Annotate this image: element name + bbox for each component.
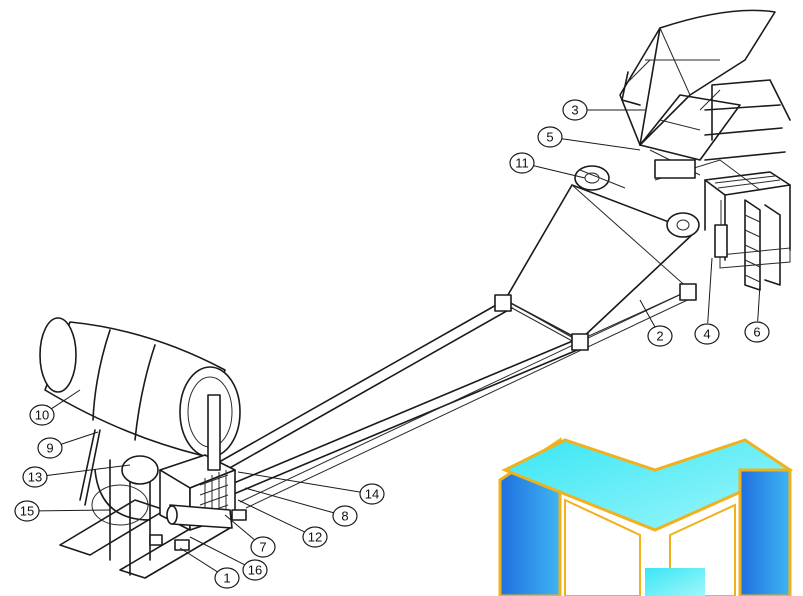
belt-pulley-lower — [666, 212, 700, 238]
callout-6: 6 — [744, 284, 770, 343]
callout-circle — [37, 437, 63, 459]
callout-number: 11 — [515, 156, 529, 171]
motor-cylinder — [166, 504, 233, 529]
callout-13: 13 — [22, 464, 131, 488]
callout-leader-line — [244, 487, 335, 514]
callout-leader-line — [189, 536, 246, 566]
callout-circle — [214, 567, 240, 589]
base-rails — [204, 289, 697, 509]
callout-leader-line — [37, 509, 111, 512]
callout-number: 6 — [753, 325, 760, 340]
callout-circle — [302, 526, 328, 548]
callout-2: 2 — [639, 299, 673, 347]
callout-number: 13 — [28, 470, 42, 485]
callout-1: 1 — [179, 547, 240, 589]
callout-12: 12 — [237, 499, 328, 548]
drive-frame — [639, 89, 761, 191]
callout-circle — [647, 325, 673, 347]
callout-circle — [22, 466, 48, 488]
callout-5: 5 — [537, 126, 641, 151]
belt-pulley-upper — [574, 165, 626, 191]
callout-circle — [250, 536, 276, 558]
callout-leader-line — [50, 389, 81, 410]
callout-leader-line — [237, 499, 306, 533]
callout-circle — [29, 404, 55, 426]
callout-circle — [537, 126, 563, 148]
callout-circle — [509, 152, 535, 174]
operator-platform — [704, 79, 791, 291]
callout-number: 14 — [365, 487, 379, 502]
callout-leader-line — [532, 165, 586, 179]
callout-16: 16 — [189, 536, 268, 581]
callout-number: 7 — [259, 540, 266, 555]
callout-circle — [562, 99, 588, 121]
callout-circle — [744, 321, 770, 343]
callout-leader-line — [60, 431, 99, 445]
callout-number: 5 — [546, 130, 553, 145]
callout-9: 9 — [37, 431, 99, 459]
callout-circle — [14, 500, 40, 522]
callout-15: 15 — [14, 500, 111, 522]
callout-number: 16 — [248, 563, 262, 578]
callout-number: 3 — [571, 103, 578, 118]
callout-number: 10 — [35, 408, 49, 423]
callout-14: 14 — [237, 471, 385, 505]
feed-hopper — [619, 9, 776, 146]
callout-number: 8 — [341, 509, 348, 524]
callout-circle — [694, 323, 720, 345]
callout-number: 9 — [46, 441, 53, 456]
callout-leader-line — [237, 471, 362, 493]
callout-leader-line — [757, 284, 761, 322]
inclined-belt-conveyor — [494, 184, 697, 351]
callout-number: 15 — [20, 504, 34, 519]
callout-3: 3 — [562, 99, 645, 121]
callout-8: 8 — [244, 487, 358, 527]
callout-leader-line — [639, 299, 656, 327]
callout-leader-line — [560, 138, 641, 151]
brand-logo-icon — [498, 437, 794, 596]
callout-10: 10 — [29, 389, 81, 426]
callout-11: 11 — [509, 152, 586, 179]
callout-circle — [359, 483, 385, 505]
callout-leader-line — [179, 547, 218, 573]
lift-cylinder — [714, 200, 728, 258]
callout-circle — [332, 505, 358, 527]
callout-leader-line — [45, 464, 131, 477]
callout-leader-line — [224, 514, 255, 541]
vertical-post — [207, 394, 221, 471]
callout-number: 4 — [703, 327, 710, 342]
callout-number: 2 — [656, 329, 663, 344]
callout-4: 4 — [694, 257, 720, 345]
callout-7: 7 — [224, 514, 276, 558]
callout-leader-line — [707, 257, 713, 324]
callout-number: 12 — [308, 530, 322, 545]
callout-number: 1 — [223, 571, 230, 586]
base-feet — [149, 509, 247, 551]
callout-circle — [242, 559, 268, 581]
